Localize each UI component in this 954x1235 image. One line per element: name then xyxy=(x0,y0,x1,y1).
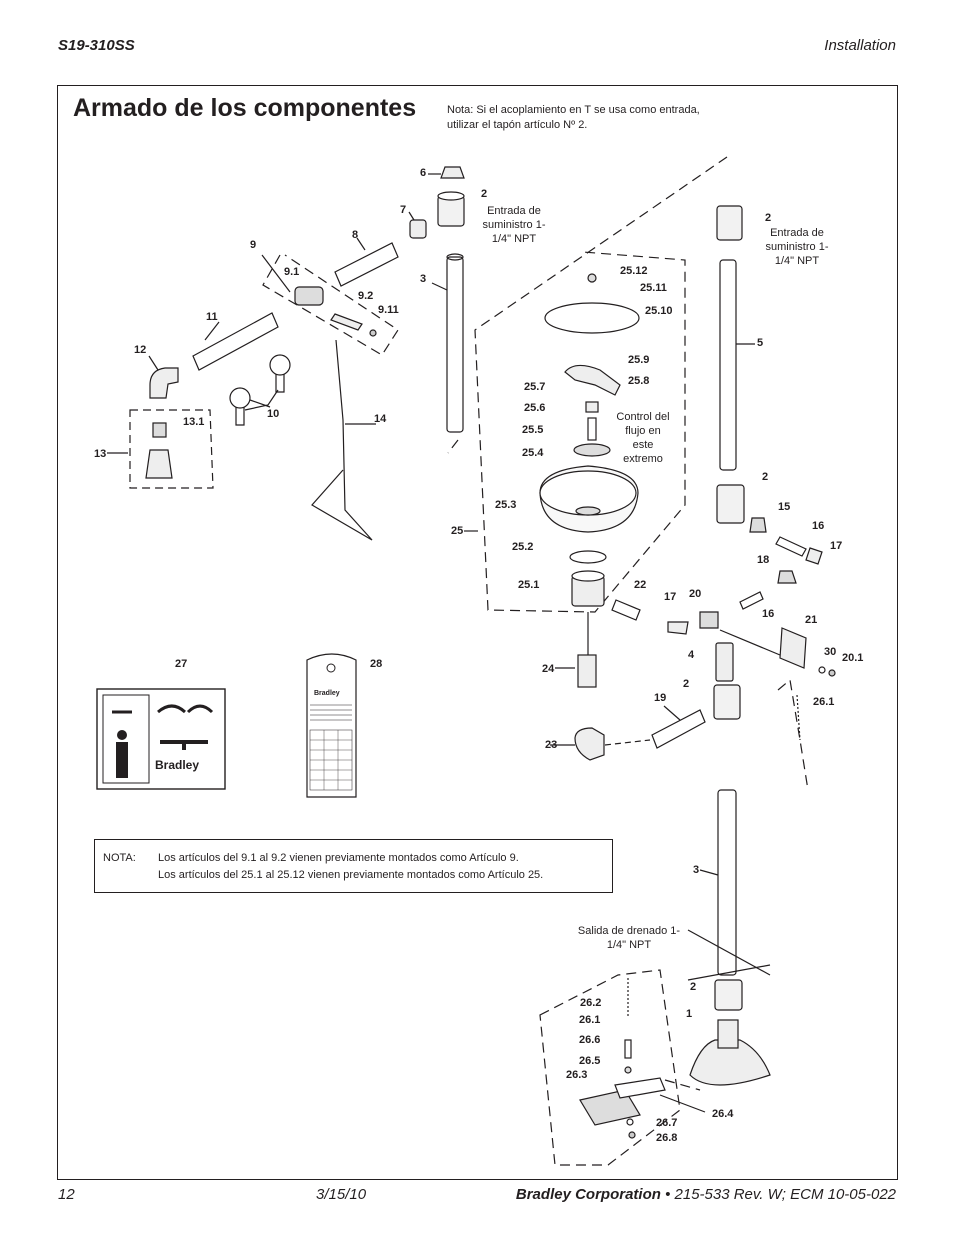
part-label: 30 xyxy=(824,646,837,658)
part-label: 22 xyxy=(634,579,647,591)
part-label: 10 xyxy=(267,408,280,420)
part-label: 25.10 xyxy=(645,305,673,317)
footer-doc-number: • 215-533 Rev. W; ECM 10-05-022 xyxy=(660,1186,896,1203)
part-label: 25.1 xyxy=(518,579,540,591)
part-label: 11 xyxy=(206,311,218,323)
part-label: 25.11 xyxy=(640,282,667,294)
part-label: 8 xyxy=(352,229,359,241)
flow-control-note: Control del flujo en este extremo xyxy=(616,411,670,465)
part-label: 17 xyxy=(830,540,843,552)
page-frame xyxy=(57,85,898,1180)
note-line-2: Los artículos del 25.1 al 25.12 vienen p… xyxy=(158,869,544,881)
dashed-group-outlines xyxy=(129,156,809,1166)
part-label: 25.8 xyxy=(628,375,650,387)
part-label: 9 xyxy=(250,239,257,251)
part-label: 15 xyxy=(778,501,791,513)
note-label: NOTA: xyxy=(103,852,136,864)
part-label: 3 xyxy=(420,273,427,285)
part-label: 21 xyxy=(805,614,818,626)
part-label: 25.4 xyxy=(522,447,544,459)
part-label: 14 xyxy=(374,413,387,425)
part-label: 26.6 xyxy=(579,1034,601,1046)
part-label: 27 xyxy=(175,658,188,670)
inlet-left-note: Entrada de suministro 1-1/4" NPT xyxy=(482,205,546,245)
part-label: 7 xyxy=(400,204,407,216)
tag-28-brand: Bradley xyxy=(314,690,340,697)
part-label: 26.2 xyxy=(580,997,602,1009)
part-label: 18 xyxy=(757,554,770,566)
part-label: 25.3 xyxy=(495,499,517,511)
part-label: 26.8 xyxy=(656,1132,678,1144)
part-label: 20.1 xyxy=(842,652,864,664)
part-label: 9.11 xyxy=(378,304,399,316)
part-label: 9.1 xyxy=(284,266,300,278)
part-label: 25 xyxy=(451,525,464,537)
part-label: 12 xyxy=(134,344,147,356)
part-label: 16 xyxy=(762,608,775,620)
part-label: 5 xyxy=(757,337,764,349)
model-number: S19-310SS xyxy=(58,37,135,54)
part-label: 17 xyxy=(664,591,677,603)
sign-27-brand: Bradley xyxy=(155,758,199,772)
footer-company-doc: Bradley Corporation • 215-533 Rev. W; EC… xyxy=(516,1186,896,1203)
part-label: 13 xyxy=(94,448,107,460)
part-label: 26.1 xyxy=(813,696,835,708)
sign-27: Bradley xyxy=(96,688,226,790)
footer-date: 3/15/10 xyxy=(316,1186,367,1203)
part-label: 24 xyxy=(542,663,555,675)
footer-company: Bradley Corporation xyxy=(515,1186,661,1203)
part-label: 2 xyxy=(690,981,697,993)
part-label: 25.5 xyxy=(522,424,544,436)
part-label: 9.2 xyxy=(358,290,374,302)
part-label: 26.5 xyxy=(579,1055,601,1067)
section-name: Installation xyxy=(824,37,896,54)
part-label: 2 xyxy=(765,212,772,224)
part-label: 25.7 xyxy=(524,381,546,393)
note-line-1: Los artículos del 9.1 al 9.2 vienen prev… xyxy=(158,852,519,864)
page-title: Armado de los componentes xyxy=(73,94,417,122)
part-label: 20 xyxy=(689,588,702,600)
part-label: 25.6 xyxy=(524,402,546,414)
part-label: 28 xyxy=(370,658,383,670)
top-note: Nota: Si el acoplamiento en T se usa com… xyxy=(447,104,700,131)
part-label: 25.2 xyxy=(512,541,534,553)
drain-outlet-note: Salida de drenado 1-1/4" NPT xyxy=(577,925,681,951)
part-label: 19 xyxy=(654,692,667,704)
part-label: 26.4 xyxy=(712,1108,734,1120)
part-label: 16 xyxy=(812,520,825,532)
part-label: 2 xyxy=(481,188,488,200)
part-label: 13.1 xyxy=(183,416,205,428)
tag-28: Bradley xyxy=(306,653,357,798)
part-label: 25.9 xyxy=(628,354,650,366)
part-label: 1 xyxy=(686,1008,693,1020)
part-label: 26.3 xyxy=(566,1069,588,1081)
part-label: 23 xyxy=(545,739,558,751)
part-label: 2 xyxy=(683,678,690,690)
inlet-right-note: Entrada de suministro 1-1/4" NPT xyxy=(765,227,829,267)
part-label: 2 xyxy=(762,471,769,483)
part-label: 3 xyxy=(693,864,700,876)
page-number: 12 xyxy=(58,1186,75,1203)
part-label: 6 xyxy=(420,167,427,179)
part-label: 25.12 xyxy=(620,265,648,277)
part-label: 26.1 xyxy=(579,1014,601,1026)
assembly-note-box: NOTA: Los artículos del 9.1 al 9.2 viene… xyxy=(94,839,613,893)
part-label: 26.7 xyxy=(656,1117,678,1129)
part-label: 4 xyxy=(688,649,695,661)
